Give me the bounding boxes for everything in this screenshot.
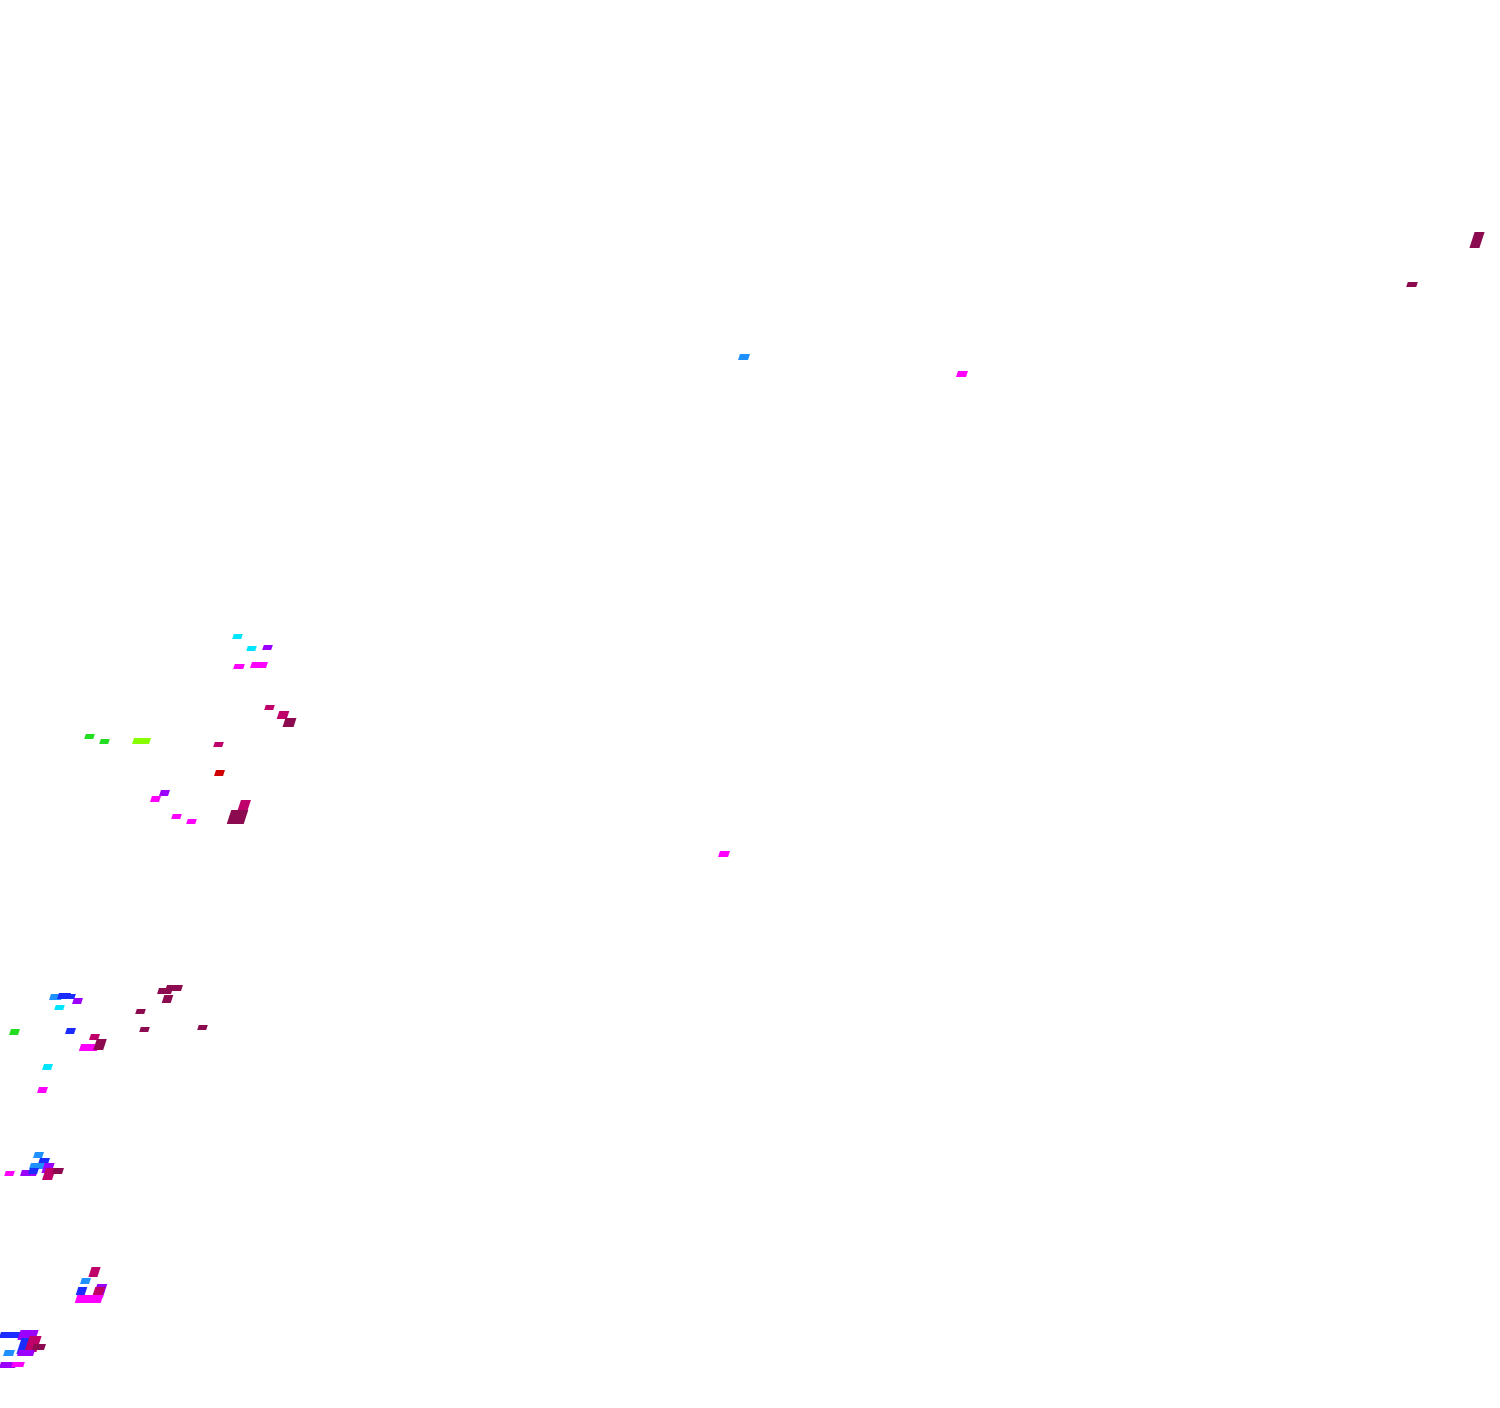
color-speck <box>246 646 257 651</box>
color-speck <box>42 1064 53 1070</box>
color-speck <box>956 371 968 377</box>
color-speck <box>276 711 290 719</box>
color-speck <box>37 1087 48 1093</box>
color-speck <box>171 814 182 819</box>
color-speck <box>1406 282 1418 287</box>
color-speck <box>80 1278 91 1284</box>
color-speck <box>38 1158 50 1164</box>
color-speck <box>0 1332 25 1338</box>
color-speck <box>89 1034 100 1040</box>
color-speck <box>135 1009 146 1014</box>
color-speck <box>214 770 225 776</box>
color-speck <box>226 810 249 824</box>
color-speck <box>159 790 170 796</box>
color-speck <box>4 1171 15 1176</box>
color-speck <box>29 1163 45 1169</box>
color-speck <box>75 1287 88 1295</box>
color-speck <box>3 1350 15 1356</box>
color-speck <box>99 739 110 744</box>
color-speck <box>42 1168 56 1180</box>
color-speck <box>54 1005 65 1010</box>
color-speck <box>213 742 224 747</box>
color-speck <box>1469 232 1485 248</box>
speck-layer <box>0 232 1485 1368</box>
color-speck <box>197 1025 208 1030</box>
color-speck <box>32 1344 46 1350</box>
color-speck <box>84 734 95 739</box>
color-speck <box>161 995 174 1003</box>
color-speck <box>165 985 183 991</box>
color-speck <box>33 1152 44 1158</box>
color-speck <box>250 662 268 668</box>
color-speck <box>74 1295 104 1303</box>
color-speck <box>28 1168 39 1174</box>
color-speck <box>17 1350 35 1356</box>
color-speck <box>282 718 297 727</box>
color-speck <box>65 1028 76 1034</box>
color-speck <box>72 998 83 1004</box>
color-speck <box>718 851 730 857</box>
color-speck <box>233 664 245 669</box>
color-speck <box>139 1027 150 1032</box>
color-speck <box>88 1267 101 1277</box>
color-speck <box>262 645 273 650</box>
color-speck <box>52 1168 64 1174</box>
color-speck <box>150 796 161 802</box>
color-speck <box>738 354 750 360</box>
color-speck <box>9 1029 20 1035</box>
color-speck <box>132 738 151 744</box>
color-speck <box>64 994 76 999</box>
color-speck <box>237 800 251 812</box>
color-speck <box>92 1287 106 1295</box>
color-speck <box>232 634 243 639</box>
color-speck <box>186 819 197 824</box>
color-speck <box>264 705 275 710</box>
color-speck <box>11 1362 25 1367</box>
color-speck <box>93 1039 107 1050</box>
